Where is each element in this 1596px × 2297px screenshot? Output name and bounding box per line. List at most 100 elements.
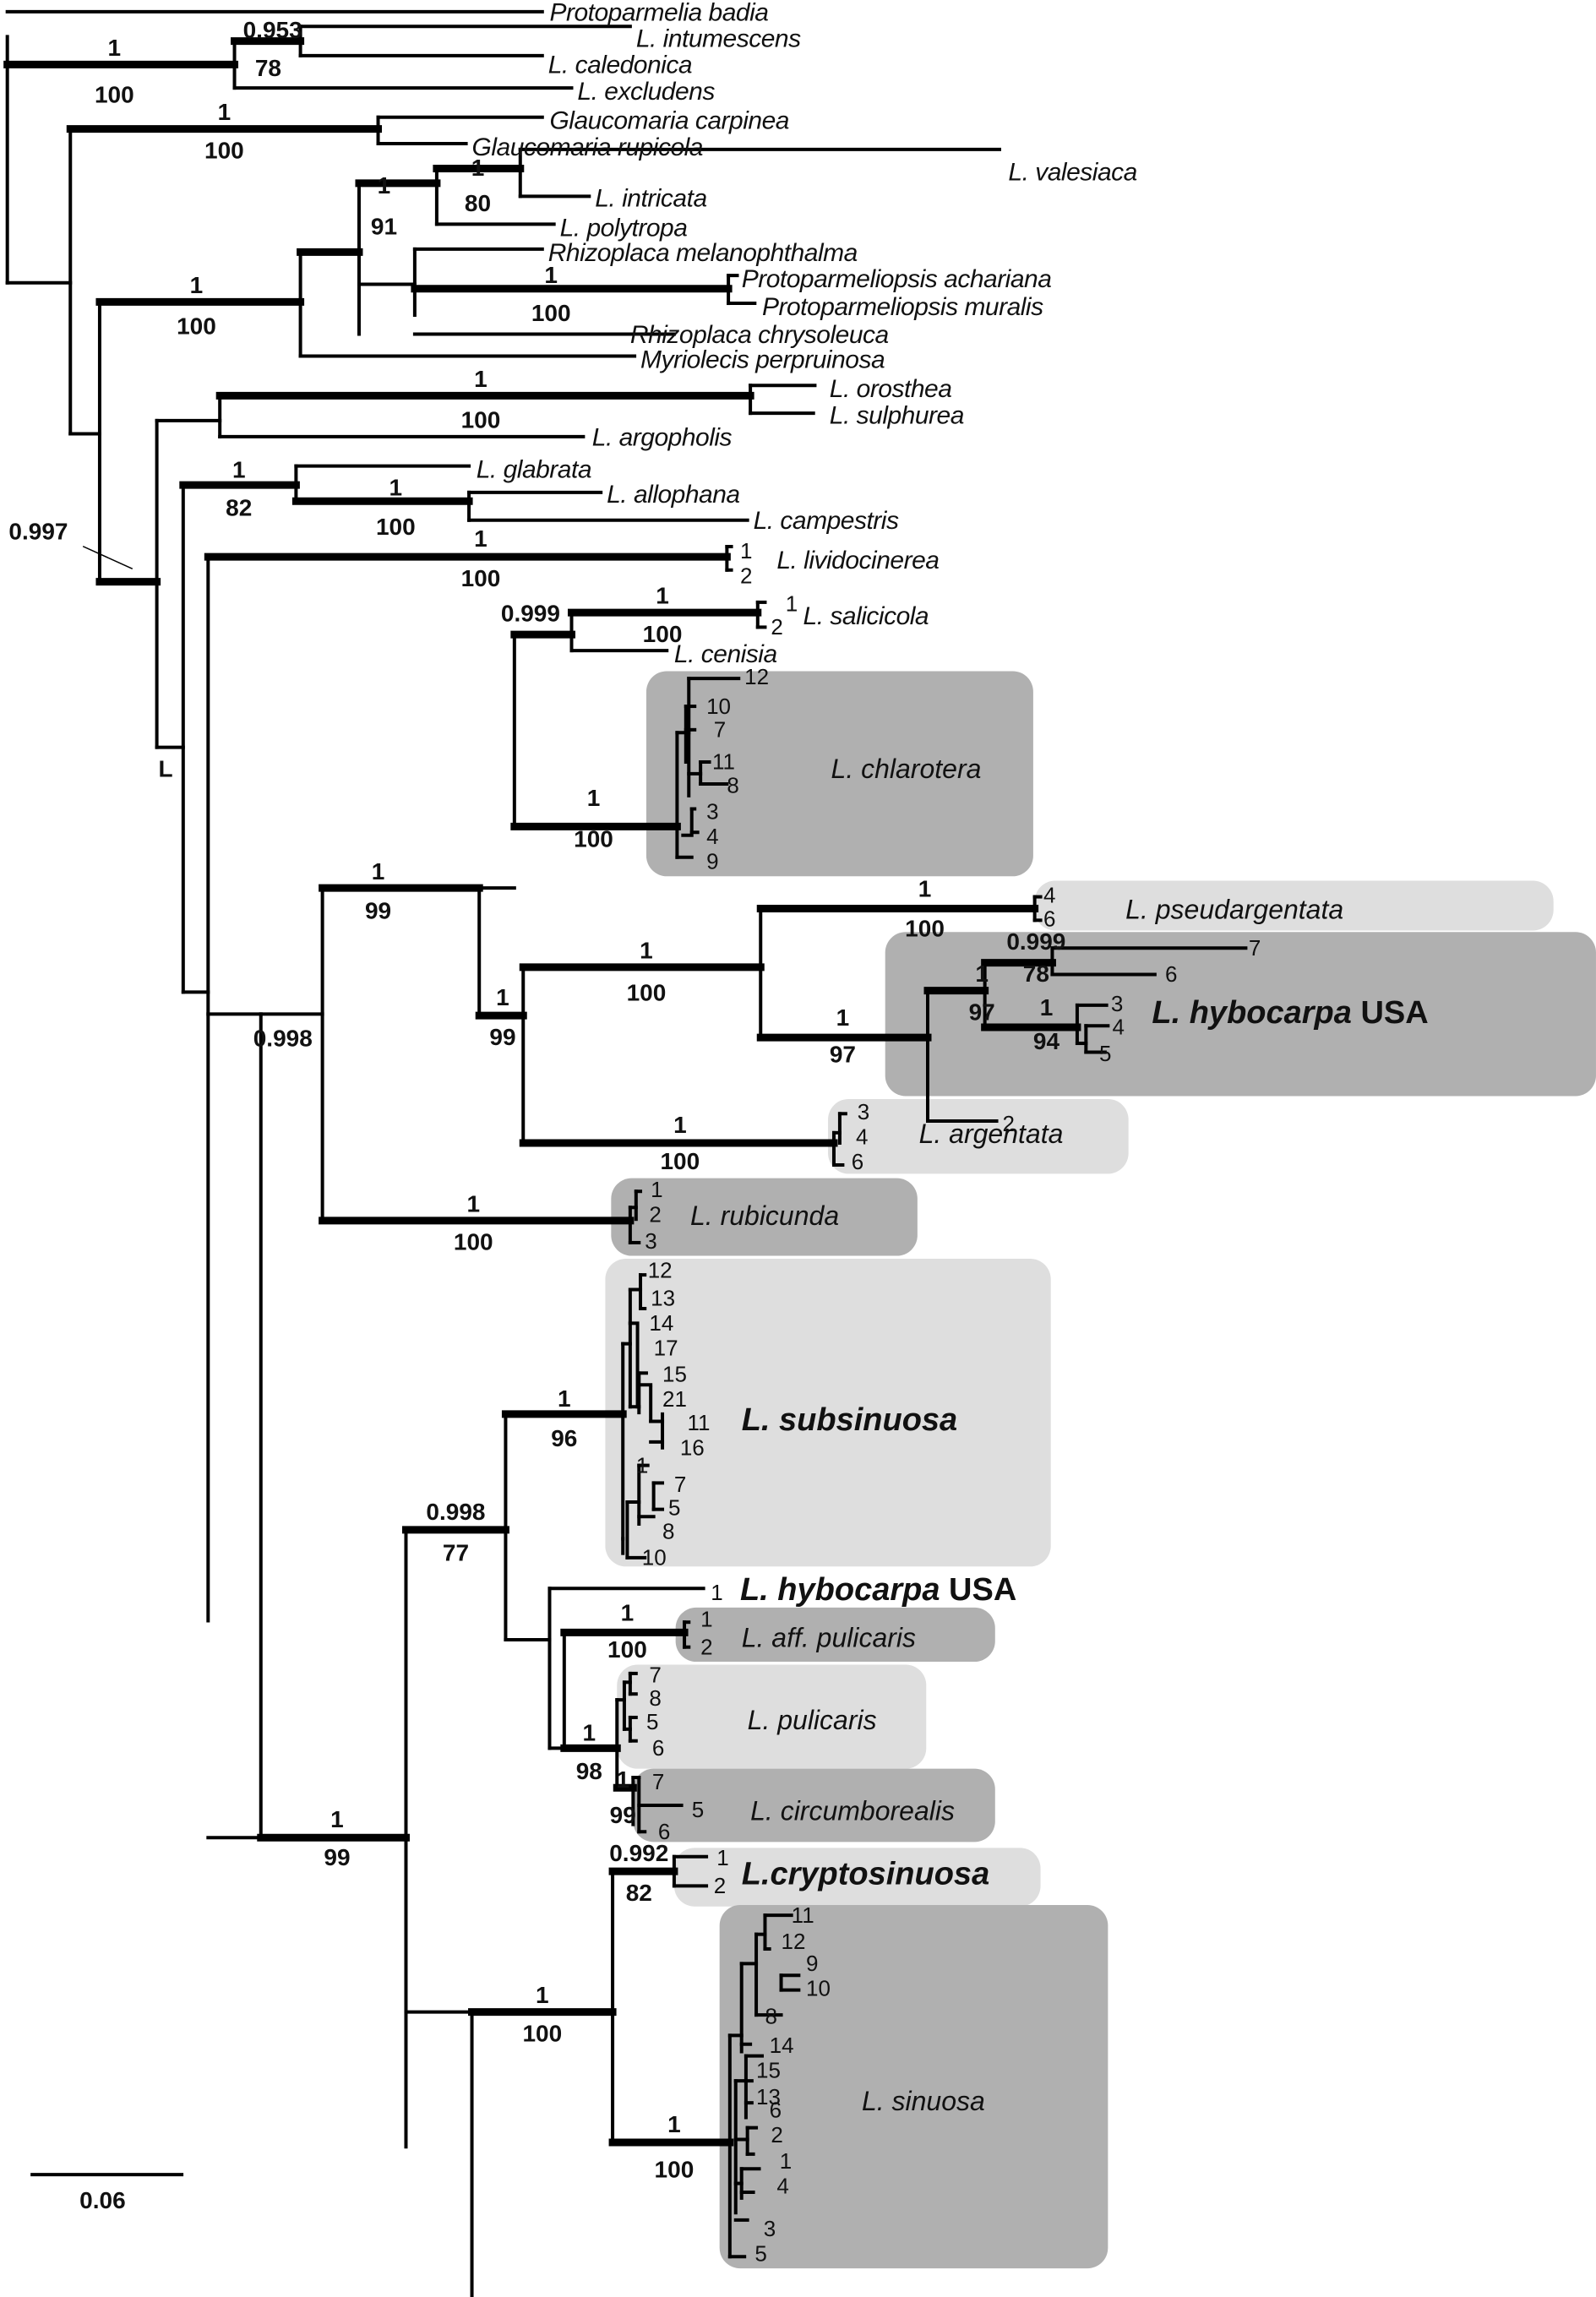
specimen-label: 10 — [706, 694, 731, 719]
valesiaca-intricata-bootstrap-label: 80 — [465, 190, 491, 216]
chlarotera-posterior-label: 1 — [587, 785, 601, 811]
node-0997-posterior-label: 0.997 — [8, 518, 68, 544]
allophana-clade-bootstrap-label: 100 — [376, 514, 416, 540]
specimen-label: 1 — [700, 1606, 712, 1631]
sinuosa-crypto-posterior-label: 1 — [536, 1982, 549, 2008]
taxon-protoparmelia-badia: Protoparmelia badia — [549, 0, 768, 26]
pulicaris-box — [617, 1664, 927, 1769]
specimen-label: 5 — [668, 1495, 680, 1521]
specimen-label: 12 — [782, 1929, 806, 1954]
group-label-subsinuosa: L. subsinuosa — [742, 1402, 957, 1438]
taxon-protoparmeliopsis-muralis: Protoparmeliopsis muralis — [762, 293, 1043, 321]
specimen-label: 11 — [688, 1410, 711, 1435]
taxon-sulphurea: L. sulphurea — [830, 401, 964, 429]
rubicunda-posterior-label: 1 — [466, 1191, 480, 1217]
orosthea-clade-bootstrap-label: 100 — [461, 407, 501, 433]
salicicola-bootstrap-label: 100 — [643, 621, 683, 647]
protoparmeliopsis-posterior-label: 1 — [544, 262, 558, 288]
salicicola-posterior-label: 1 — [656, 583, 669, 609]
argentata-box — [828, 1098, 1129, 1174]
taxon-rhizoplaca-chrysoleuca: Rhizoplaca chrysoleuca — [630, 321, 889, 349]
specimen-label: 8 — [649, 1685, 661, 1711]
pulicaris-clade-bootstrap-label: 98 — [576, 1758, 602, 1784]
specimen-label: 5 — [754, 2240, 766, 2266]
glaucomaria-bootstrap-label: 100 — [204, 137, 244, 163]
specimen-label: 11 — [792, 1902, 814, 1928]
taxon-polytropa: L. polytropa — [560, 214, 688, 242]
tree-branches — [3, 9, 1248, 2297]
specimen-label: 7 — [674, 1472, 686, 1497]
specimen-label: 6 — [658, 1819, 670, 1844]
hyb-345-bootstrap-label: 94 — [1033, 1028, 1060, 1054]
specimen-label: 4 — [1043, 883, 1055, 908]
chlarotera-salicicola-bootstrap-label: 99 — [365, 898, 391, 924]
protoparm-clade-bootstrap-label: 100 — [95, 81, 134, 107]
chlarotera-box — [645, 671, 1033, 877]
scale-bar-label: 0.06 — [79, 2187, 126, 2213]
pseudargentata-box — [1034, 880, 1554, 931]
cryptosinuosa-posterior-label: 0.992 — [609, 1840, 668, 1866]
specimen-label: 2 — [771, 2122, 782, 2147]
taxon-glaucomaria-rupicola: Glaucomaria rupicola — [472, 133, 703, 161]
valesiaca-intricata-posterior-label: 1 — [471, 155, 485, 181]
specimen-label: 13 — [756, 2084, 781, 2109]
clade-L-label: L — [158, 755, 172, 781]
aff-pulicaris-bootstrap-label: 100 — [607, 1636, 647, 1663]
argentata-clade-posterior-label: 1 — [496, 984, 509, 1010]
taxon-hybocarpa-usa-single: L. hybocarpa USA — [740, 1572, 1016, 1608]
taxon-campestris: L. campestris — [754, 507, 899, 535]
specimen-label: 3 — [706, 799, 718, 825]
specimen-label: 3 — [1111, 991, 1123, 1016]
pseudargentata-bootstrap-label: 100 — [905, 915, 945, 941]
lividocinerea-posterior-label: 1 — [474, 525, 488, 552]
subsinuosa-box — [605, 1259, 1051, 1567]
specimen-label: 3 — [764, 2216, 776, 2241]
specimen-label: 15 — [756, 2058, 781, 2083]
cryptosinuosa-bootstrap-label: 82 — [626, 1880, 652, 1906]
taxon-orosthea: L. orosthea — [830, 375, 952, 403]
specimen-label: 1 — [716, 1845, 728, 1870]
specimen-label: 5 — [646, 1709, 658, 1734]
argentata-clade-bootstrap-label: 99 — [489, 1024, 515, 1050]
chlarotera-salicicola-posterior-label: 1 — [372, 858, 385, 885]
hyb-345-posterior-label: 1 — [1040, 994, 1054, 1021]
specimen-label: 12 — [648, 1258, 673, 1283]
taxon-glabrata: L. glabrata — [477, 455, 591, 483]
salicicola-cenisia-posterior-label: 0.999 — [501, 600, 560, 626]
specimen-label: 13 — [651, 1286, 675, 1311]
specimen-label: 7 — [714, 717, 726, 743]
pulicaris-clade-posterior-label: 1 — [583, 1720, 596, 1746]
taxon-argopholis: L. argopholis — [592, 423, 733, 451]
specimen-label: 11 — [712, 749, 735, 775]
circumborealis-posterior-label: 1 — [616, 1766, 629, 1793]
group-label-hybocarpa-usa: L. hybocarpa USA — [1152, 995, 1428, 1031]
specimen-label: 2 — [714, 1873, 726, 1898]
hyb-inner-posterior-label: 1 — [975, 961, 989, 987]
polytropa-clade-bootstrap-label: 91 — [371, 214, 397, 240]
rubicunda-bootstrap-label: 100 — [454, 1229, 493, 1255]
taxon-myriolecis-perpruinosa: Myriolecis perpruinosa — [640, 346, 885, 373]
taxon-valesiaca: L. valesiaca — [1008, 158, 1136, 186]
subsinuosa-bootstrap-label: 96 — [551, 1425, 577, 1451]
taxon-salicicola: L. salicicola — [803, 602, 929, 630]
specimen-label: 1 — [780, 2148, 792, 2174]
orosthea-clade-posterior-label: 1 — [474, 366, 488, 392]
pseud-hyb-posterior-label: 1 — [640, 937, 653, 963]
sinuosa-crypto-bootstrap-label: 100 — [522, 2020, 562, 2046]
argentata-posterior-label: 1 — [673, 1112, 687, 1138]
rhizoplaca-clade-bootstrap-label: 100 — [177, 313, 216, 339]
specimen-label: 6 — [1043, 906, 1055, 931]
sinuosa-bootstrap-label: 100 — [655, 2157, 695, 2183]
lower-clade-posterior-label: 1 — [330, 1806, 344, 1832]
specimen-label: 12 — [744, 664, 769, 689]
protoparm-clade-posterior-label: 1 — [108, 35, 122, 61]
taxon-lividocinerea: L. lividocinerea — [776, 547, 939, 574]
specimen-label: 1 — [786, 591, 798, 616]
specimen-label: 7 — [1249, 935, 1261, 961]
chlarotera-bootstrap-label: 100 — [574, 826, 613, 852]
specimen-label: 10 — [642, 1545, 667, 1570]
lividocinerea-bootstrap-label: 100 — [461, 565, 501, 591]
rhizoplaca-clade-posterior-label: 1 — [190, 272, 204, 298]
